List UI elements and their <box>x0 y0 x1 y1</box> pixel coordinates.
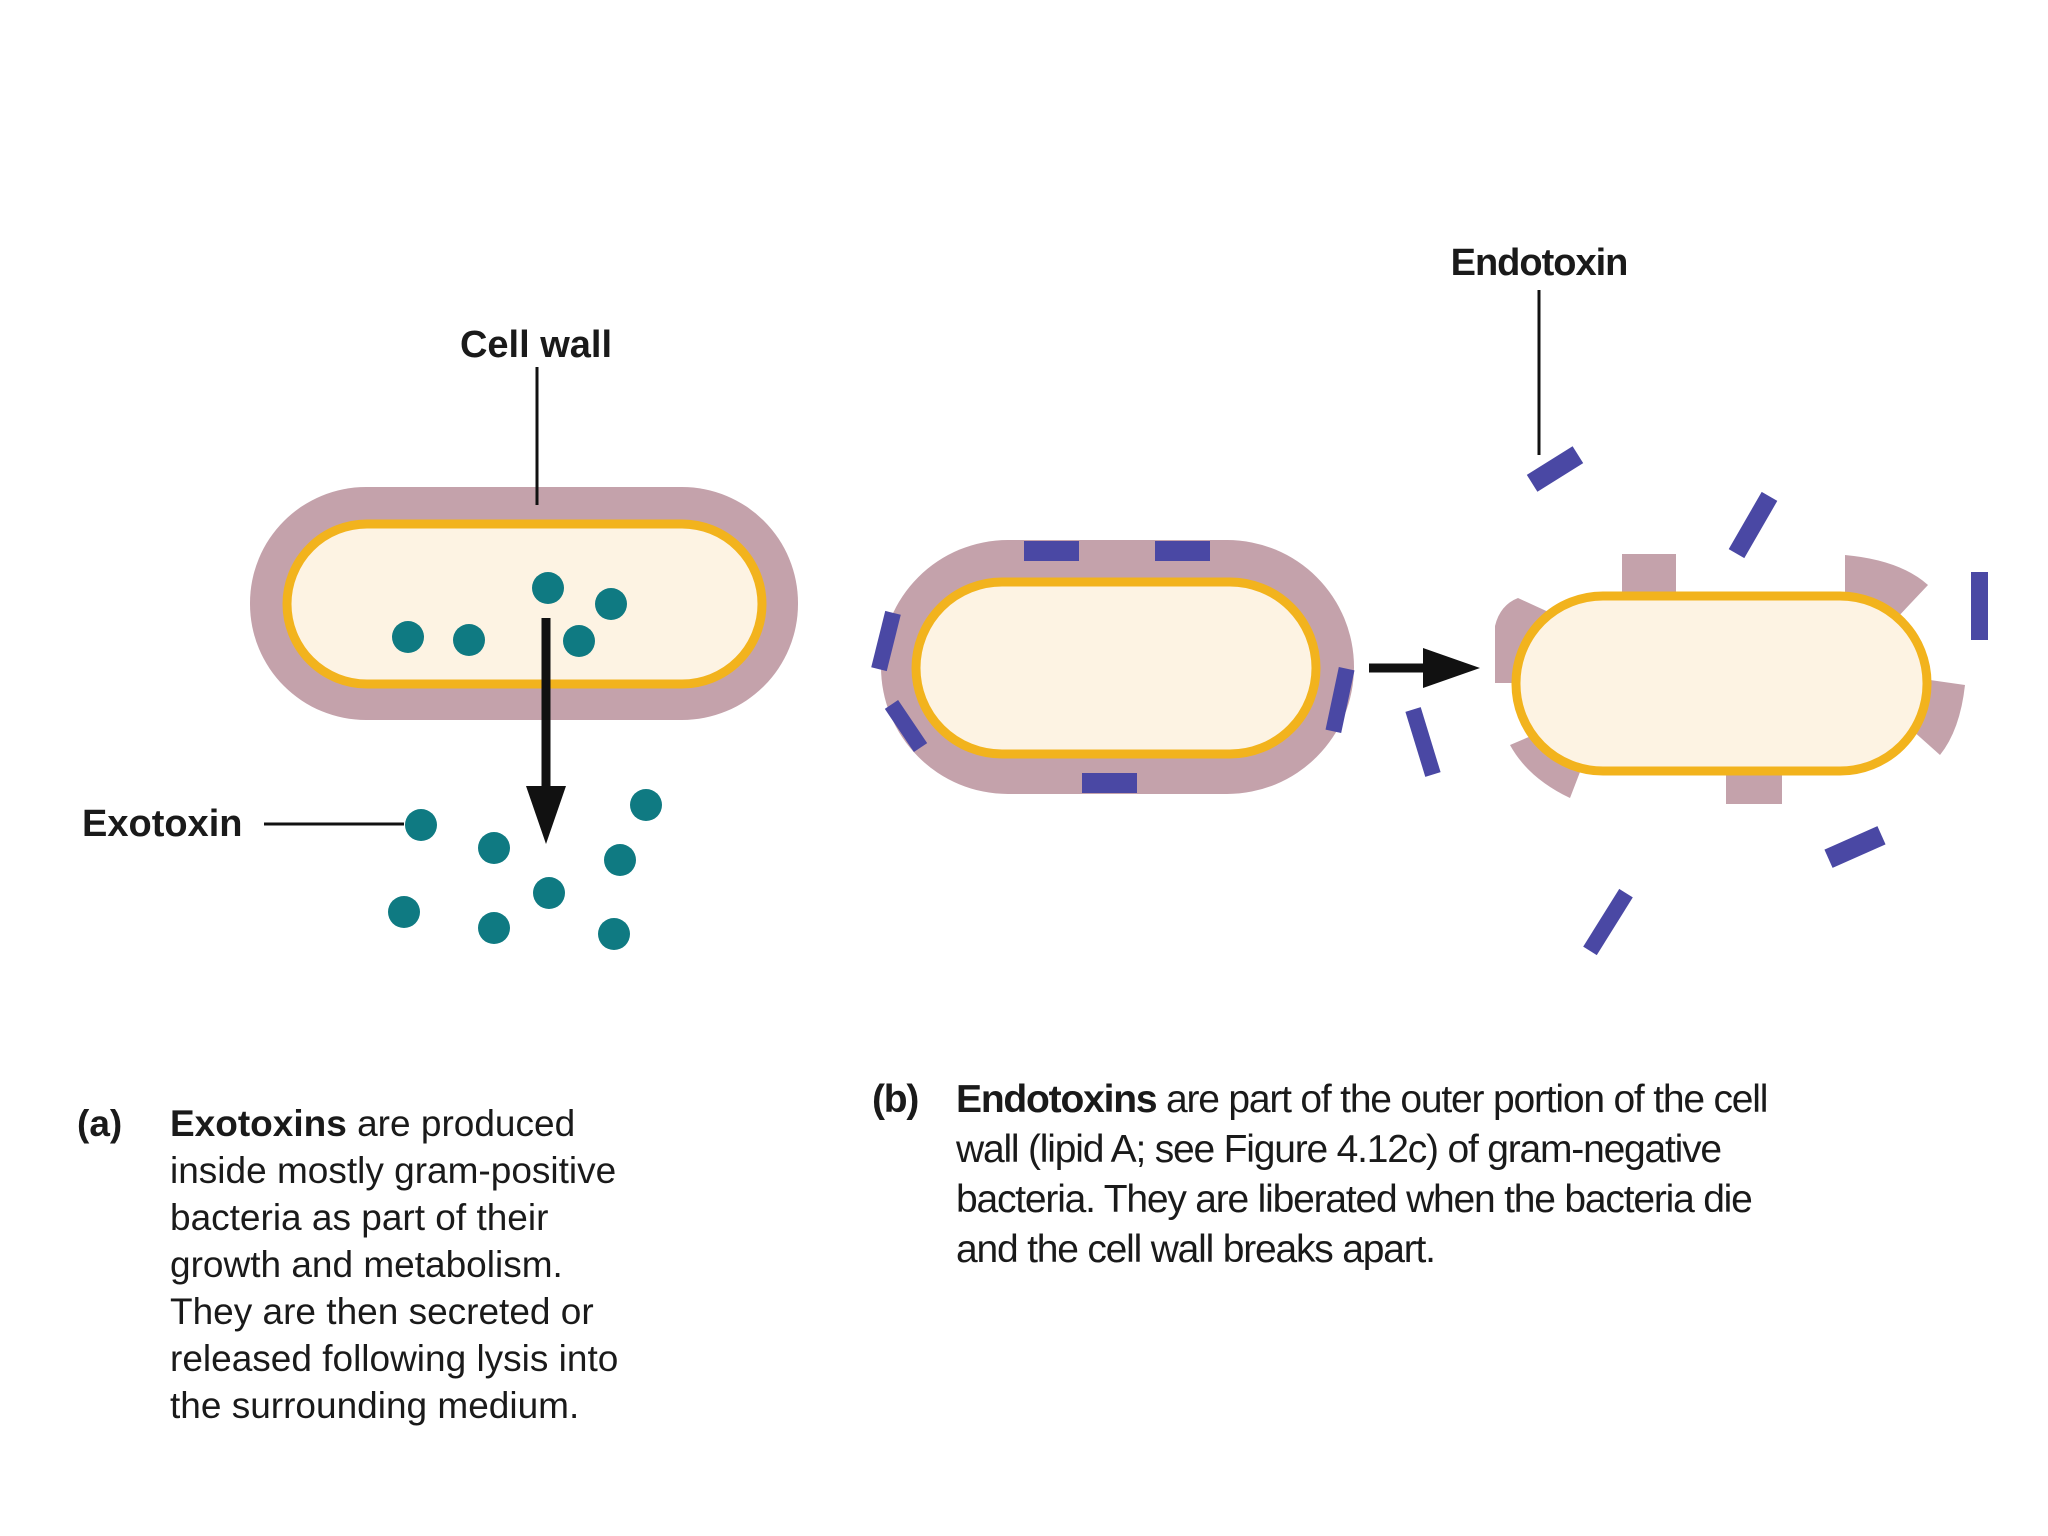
exotoxin-molecule <box>388 896 420 928</box>
caption-line: bacteria. They are liberated when the ba… <box>956 1178 1753 1221</box>
caption-line: wall (lipid A; see Figure 4.12c) of gram… <box>956 1128 1722 1171</box>
endotoxin-in-wall <box>871 541 1355 793</box>
exotoxin-molecule <box>478 832 510 864</box>
exotoxin-molecule <box>392 621 424 653</box>
exotoxin-label: Exotoxin <box>82 803 242 845</box>
caption-text: are produced <box>346 1103 576 1144</box>
endotoxin-released <box>1405 446 1988 956</box>
exotoxin-molecule <box>630 789 662 821</box>
endotoxin-fragment <box>1824 826 1886 868</box>
endotoxin-fragment <box>871 610 901 672</box>
caption-line: bacteria as part of their <box>170 1197 549 1238</box>
caption-line: growth and metabolism. <box>170 1244 563 1285</box>
endotoxin-fragment <box>1583 888 1633 956</box>
caption-body: Endotoxins are part of the outer portion… <box>956 1075 1768 1275</box>
exotoxin-molecule <box>604 844 636 876</box>
endotoxin-fragment <box>1728 491 1778 559</box>
exotoxin-molecule <box>405 809 437 841</box>
endotoxin-fragment <box>1526 446 1584 492</box>
exotoxin-molecule <box>595 588 627 620</box>
caption-tag: (a) <box>77 1103 123 1144</box>
endotoxin-fragment <box>1971 572 1988 640</box>
cell-wall-label: Cell wall <box>460 324 612 366</box>
exotoxin-molecule <box>563 625 595 657</box>
exotoxin-molecule <box>478 912 510 944</box>
caption-line: the surrounding medium. <box>170 1385 580 1426</box>
endotoxin-fragment <box>1405 707 1441 777</box>
exotoxin-bacterium <box>250 487 798 720</box>
endotoxin-fragment <box>1325 667 1355 733</box>
endotoxin-bacterium-intact <box>881 540 1354 794</box>
endotoxin-fragment <box>1024 541 1079 561</box>
exotoxin-molecules-released <box>388 789 662 950</box>
plasma-membrane <box>1511 591 1932 776</box>
plasma-membrane <box>911 577 1321 759</box>
exotoxin-molecule <box>598 918 630 950</box>
caption-body: Exotoxins are produced inside mostly gra… <box>170 1100 618 1429</box>
endotoxin-label: Endotoxin <box>1451 242 1628 284</box>
caption-tag: (b) <box>872 1078 919 1121</box>
caption-line: Endotoxins are part of the outer portion… <box>956 1075 1768 1125</box>
exotoxin-molecule <box>453 624 485 656</box>
endotoxin-bacterium-lysed <box>1495 554 1965 804</box>
exotoxin-molecule <box>533 877 565 909</box>
caption-line: released following lysis into <box>170 1338 619 1379</box>
endotoxin-fragment <box>1155 541 1210 561</box>
caption-line: and the cell wall breaks apart. <box>956 1228 1436 1271</box>
endotoxin-fragment <box>884 699 928 753</box>
cell-wall-fragment <box>1510 730 1580 798</box>
exotoxin-molecule <box>532 572 564 604</box>
caption-line: inside mostly gram-positive <box>170 1150 617 1191</box>
endotoxin-fragment <box>1082 773 1137 793</box>
caption-term: Exotoxins <box>170 1103 347 1144</box>
exotoxin-molecules-inside <box>392 572 627 657</box>
caption-line: Exotoxins are produced <box>170 1100 618 1147</box>
secretion-arrow <box>526 618 566 844</box>
transition-arrow <box>1369 648 1480 688</box>
caption-term: Endotoxins <box>956 1078 1158 1121</box>
caption-line: They are then secreted or <box>170 1291 594 1332</box>
caption-text: are part of the outer portion of the cel… <box>1156 1078 1768 1121</box>
plasma-membrane <box>282 519 767 689</box>
